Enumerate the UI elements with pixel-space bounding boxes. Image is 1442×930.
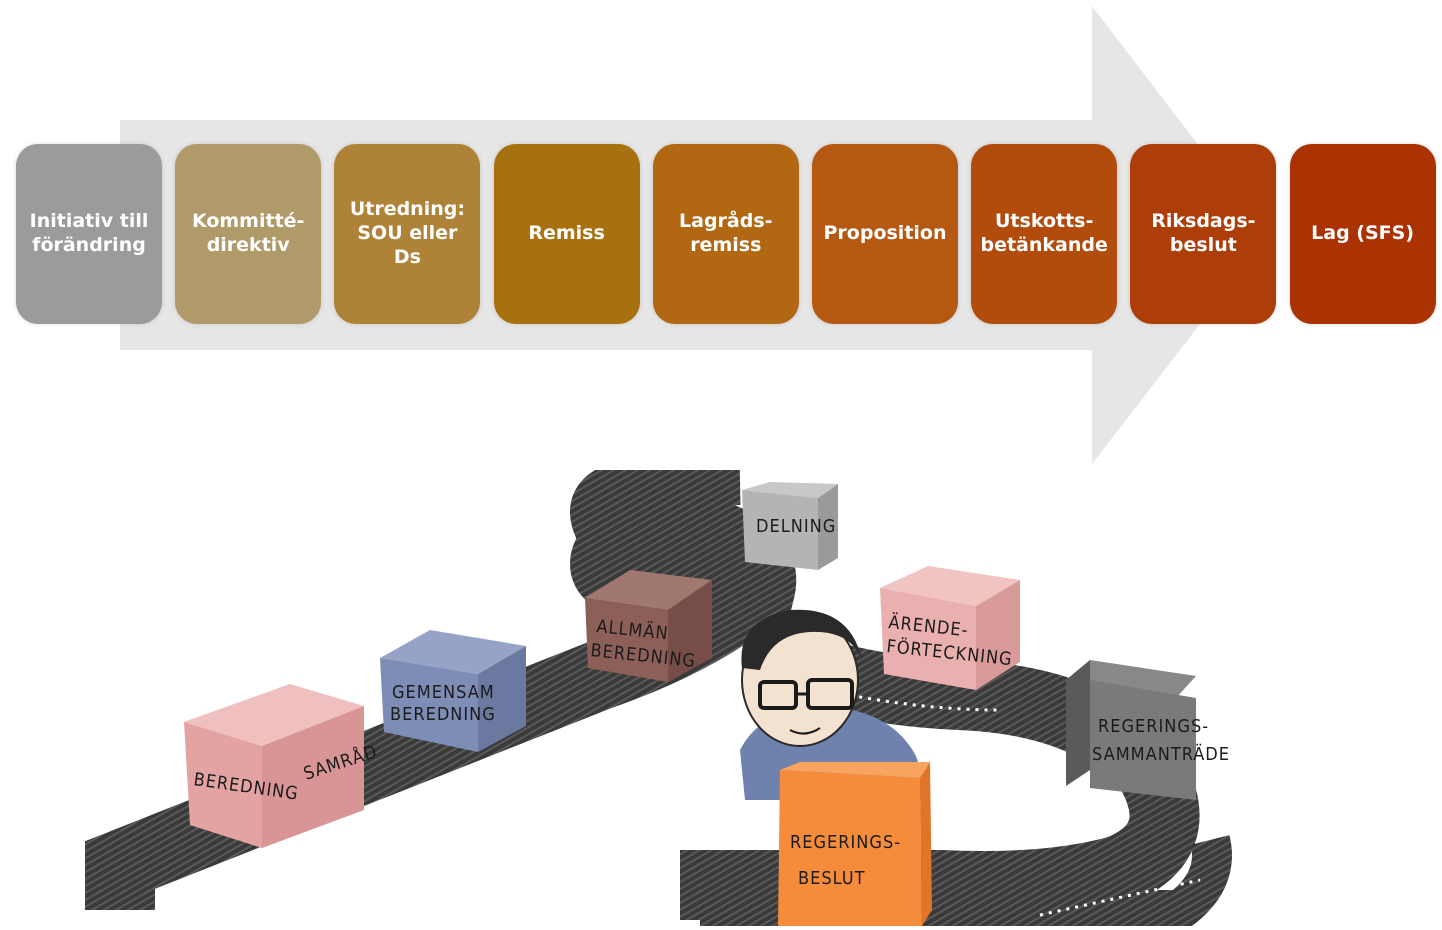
process-stage-label: Utskotts- betänkande [980, 210, 1108, 256]
box-label-gemensam-2: BEREDNING [390, 704, 496, 725]
government-process-illustration: BEREDNING SAMRÅD GEMENSAM BEREDNING ALLM… [0, 455, 1442, 930]
process-stage-1: Initiativ till förändring [16, 144, 162, 324]
box-beredning: BEREDNING SAMRÅD [184, 684, 380, 848]
process-stage-label: Remiss [528, 222, 605, 245]
box-label-sammantrade-1: REGERINGS- [1098, 716, 1209, 737]
box-label-gemensam-1: GEMENSAM [392, 682, 495, 703]
box-label-delning: DELNING [756, 516, 836, 537]
box-label-beslut-1: REGERINGS- [790, 832, 901, 853]
process-stage-2: Kommitté- direktiv [175, 144, 322, 324]
process-stage-7: Utskotts- betänkande [971, 144, 1118, 324]
process-stage-6: Proposition [812, 144, 958, 324]
process-stage-label: Kommitté- direktiv [191, 210, 305, 256]
process-stage-label: Utredning: SOU eller Ds [349, 198, 465, 268]
box-regeringssammantrade: REGERINGS- SAMMANTRÄDE [1066, 660, 1230, 800]
process-stage-5: Lagråds- remiss [652, 144, 799, 324]
conveyor-belt-illustration: BEREDNING SAMRÅD GEMENSAM BEREDNING ALLM… [85, 455, 1232, 930]
legislative-process-diagram: Initiativ till förändring Kommitté- direk… [16, 6, 1436, 464]
box-gemensam-beredning: GEMENSAM BEREDNING [380, 630, 526, 752]
process-stage-label: Riksdags- beslut [1151, 210, 1256, 256]
box-arendeforteckning: ÄRENDE- FÖRTECKNING [880, 566, 1020, 690]
box-label-beslut-2: BESLUT [798, 868, 866, 889]
process-stage-label: Initiativ till förändring [29, 210, 149, 256]
box-label-sammantrade-2: SAMMANTRÄDE [1092, 744, 1230, 765]
process-stage-9: Lag (SFS) [1289, 144, 1436, 324]
process-stage-label: Proposition [823, 222, 947, 245]
box-allman-beredning: ALLMÄN BEREDNING [585, 570, 712, 682]
process-stage-3: Utredning: SOU eller Ds [334, 144, 481, 324]
box-regeringsbeslut: REGERINGS- BESLUT [778, 762, 932, 926]
process-stage-label: Lagråds- remiss [679, 210, 773, 256]
box-delning: DELNING [742, 482, 838, 570]
process-stage-4: Remiss [493, 144, 640, 324]
process-stage-8: Riksdags- beslut [1130, 144, 1277, 324]
process-stage-label: Lag (SFS) [1311, 222, 1415, 245]
